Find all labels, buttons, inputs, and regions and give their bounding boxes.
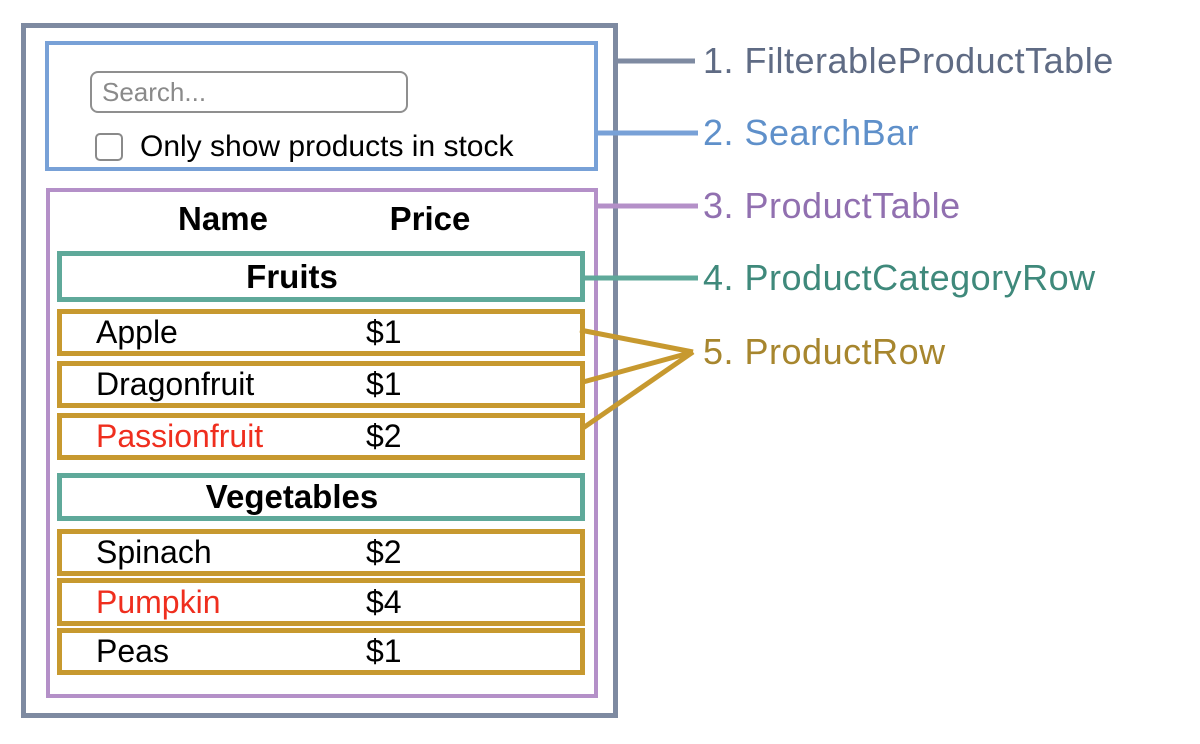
legend-product-table: 3. ProductTable [703, 185, 961, 226]
product-row-dragonfruit: Dragonfruit $1 [57, 361, 585, 408]
column-header-price: Price [389, 200, 471, 237]
only-in-stock-checkbox[interactable] [95, 133, 123, 161]
product-row-apple: Apple $1 [57, 309, 585, 356]
product-price: $1 [366, 314, 402, 350]
search-input[interactable] [90, 71, 408, 113]
product-price: $1 [366, 366, 402, 402]
product-name: Dragonfruit [96, 366, 255, 402]
product-row-peas: Peas $1 [57, 628, 585, 675]
product-price: $2 [366, 418, 402, 454]
product-name: Apple [96, 314, 178, 350]
legend-search-bar: 2. SearchBar [703, 112, 920, 153]
product-row-pumpkin: Pumpkin $4 [57, 578, 585, 626]
column-header-name: Name [178, 200, 268, 237]
legend-product-row: 5. ProductRow [703, 331, 946, 372]
category-row-fruits: Fruits [57, 251, 585, 302]
category-label: Fruits [246, 257, 338, 295]
category-label: Vegetables [205, 478, 379, 515]
product-name-out-of-stock: Pumpkin [96, 583, 221, 620]
stock-filter-row: Only show products in stock [95, 130, 514, 163]
legend-filterable-product-table: 1. FilterableProductTable [703, 40, 1114, 81]
product-name: Spinach [96, 534, 212, 570]
product-name-out-of-stock: Passionfruit [96, 418, 264, 454]
product-price: $2 [366, 534, 402, 570]
product-price: $1 [366, 633, 402, 669]
product-price: $4 [366, 583, 402, 620]
product-row-spinach: Spinach $2 [57, 529, 585, 576]
only-in-stock-label[interactable]: Only show products in stock [140, 130, 514, 163]
category-row-vegetables: Vegetables [57, 473, 585, 521]
legend-product-category-row: 4. ProductCategoryRow [703, 257, 1096, 298]
product-row-passionfruit: Passionfruit $2 [57, 413, 585, 460]
product-name: Peas [96, 633, 169, 669]
